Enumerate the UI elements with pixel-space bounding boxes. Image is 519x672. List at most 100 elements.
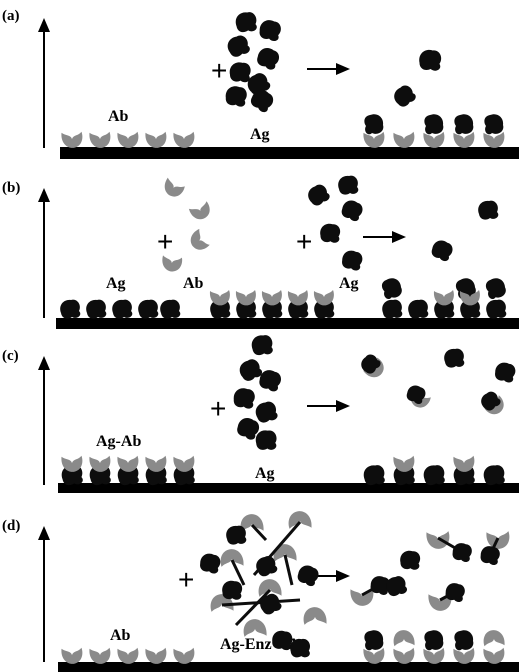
antigen-blob-icon [384, 575, 408, 598]
antigen-blob-icon [483, 465, 505, 486]
antigen-blob-icon [318, 222, 342, 245]
plus-sign: + [210, 393, 226, 424]
enzyme-crescent-icon [243, 619, 267, 637]
antigen-blob-icon [454, 630, 474, 651]
plus-sign: + [296, 226, 312, 257]
enzyme-linker [250, 523, 268, 542]
antigen-blob-icon [424, 630, 444, 651]
antibody-crescent-icon [453, 647, 475, 664]
antigen-blob-icon [382, 299, 403, 319]
substrate-surface [58, 662, 519, 672]
antibody-label: Ab [110, 627, 131, 644]
antibody-crescent-icon [393, 131, 415, 148]
antibody-crescent-icon [453, 131, 475, 148]
antigen-blob-icon [236, 357, 264, 384]
antigen-blob-icon [339, 247, 365, 273]
axis-arrowhead-icon [38, 18, 50, 32]
substrate-surface [56, 318, 519, 329]
surface-molecules [61, 455, 195, 486]
antigen-blob-icon [86, 299, 107, 319]
antigen-blob-icon [398, 549, 422, 572]
panel-letter: (a) [2, 8, 20, 24]
substrate-surface [58, 483, 519, 493]
panel-letter: (c) [2, 348, 19, 364]
antigen-blob-icon [226, 525, 247, 545]
antibody-crescent-icon [61, 647, 83, 664]
antigen-blob-icon [138, 299, 159, 319]
antigen-blob-icon [492, 359, 518, 385]
enzyme-crescent-icon [303, 607, 327, 625]
axis-arrowhead-icon [38, 188, 50, 202]
antigen-blob-icon [256, 17, 284, 44]
enzyme-crescent-icon [483, 630, 505, 647]
surface-molecules [60, 290, 335, 319]
enzyme-crescent-icon [288, 511, 312, 529]
antibody-crescent-icon [186, 228, 211, 254]
panel-letter: (d) [2, 518, 20, 534]
antigen-blob-icon [486, 299, 507, 319]
free-molecules [160, 175, 366, 274]
antibody-crescent-icon [363, 131, 385, 148]
antibody-crescent-icon [145, 647, 167, 664]
antibody-crescent-icon [173, 131, 195, 148]
antibody-crescent-icon [117, 647, 139, 664]
plus-sign: + [178, 564, 194, 595]
free-molecules [197, 511, 327, 659]
antigen-blob-icon [112, 299, 133, 319]
antigen-blob-icon [338, 175, 359, 195]
antibody-crescent-icon [483, 131, 505, 148]
antibody-crescent-icon [89, 131, 111, 148]
antigen-blob-icon [223, 83, 249, 109]
product-molecules [380, 200, 507, 319]
antigen-blob-icon [390, 82, 418, 110]
axis-arrowhead-icon [38, 526, 50, 540]
panel-c: (c) Ag-Ab Ag + [2, 335, 519, 493]
antigen-blob-icon [423, 465, 445, 486]
antibody-crescent-icon [423, 647, 445, 664]
plus-sign: + [211, 55, 227, 86]
enzyme-linker [283, 554, 294, 586]
free-antigens [231, 335, 284, 452]
antigen-blob-icon [338, 197, 366, 224]
antigen-blob-icon [254, 429, 278, 452]
free-antigens [223, 12, 284, 115]
antigen-label: Ag [339, 275, 359, 292]
antigen-blob-icon [484, 114, 504, 135]
antibody-crescent-icon [89, 647, 111, 664]
antigen-blob-icon [305, 182, 332, 208]
surface-molecules [61, 131, 195, 148]
antigen-blob-icon [424, 114, 444, 135]
antigen-blob-icon [257, 591, 283, 617]
antibody-crescent-icon [61, 131, 83, 148]
axis-arrowhead-icon [38, 356, 50, 370]
antibody-crescent-icon [188, 200, 213, 223]
antigen-blob-icon [363, 465, 385, 486]
antigen-blob-icon [251, 335, 273, 356]
antigen-antibody-label: Ag-Ab [96, 433, 141, 450]
plus-sign: + [157, 226, 173, 257]
substrate-surface [60, 147, 519, 159]
antibody-crescent-icon [160, 176, 186, 201]
antibody-crescent-icon [483, 647, 505, 664]
antigen-blob-icon [428, 237, 456, 264]
antigen-blob-icon [364, 114, 384, 135]
antigen-label: Ag [255, 465, 275, 482]
reaction-arrow [307, 63, 350, 75]
enzyme-crescent-icon [220, 549, 244, 567]
enzyme-crescent-icon [393, 630, 415, 647]
antibody-crescent-icon [145, 131, 167, 148]
antigen-blob-icon [364, 630, 384, 651]
antigen-label: Ag [106, 275, 126, 292]
antibody-crescent-icon [393, 647, 415, 664]
panel-letter: (b) [2, 180, 20, 196]
antigen-blob-icon [235, 12, 257, 33]
reaction-arrow [307, 400, 350, 412]
panel-a: (a) Ab Ag + [2, 8, 519, 159]
antigen-blob-icon [60, 299, 81, 319]
antigen-blob-icon [484, 276, 507, 300]
antigen-blob-icon [160, 299, 181, 319]
antigen-blob-icon [478, 200, 499, 220]
enzyme-linker [234, 588, 272, 627]
product-molecules [357, 348, 518, 486]
